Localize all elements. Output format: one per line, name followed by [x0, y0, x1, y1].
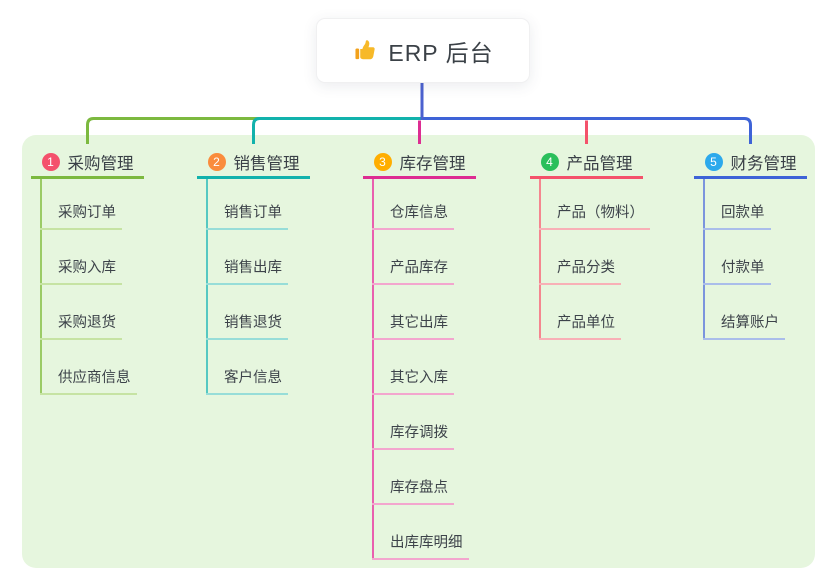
leaf-node-sales-3[interactable]: 销售退货: [206, 308, 288, 340]
branch-node-purchase[interactable]: 1 采购管理: [31, 148, 144, 179]
leaf-node-inventory-6[interactable]: 库存盘点: [372, 473, 454, 505]
branch-label-inventory: 库存管理: [399, 155, 466, 173]
leaf-node-sales-4[interactable]: 客户信息: [206, 363, 288, 395]
leaf-node-product-1[interactable]: 产品（物料）: [539, 198, 650, 230]
leaf-node-sales-1[interactable]: 销售订单: [206, 198, 288, 230]
leaf-node-purchase-1[interactable]: 采购订单: [40, 198, 122, 230]
branch-spine-product: [539, 179, 541, 340]
leaf-node-finance-3[interactable]: 结算账户: [703, 308, 785, 340]
branch-spine-inventory: [372, 179, 374, 560]
branch-label-purchase: 采购管理: [67, 155, 134, 173]
mindmap-panel: [22, 135, 815, 568]
leaf-node-inventory-4[interactable]: 其它入库: [372, 363, 454, 395]
leaf-node-sales-2[interactable]: 销售出库: [206, 253, 288, 285]
leaf-node-inventory-2[interactable]: 产品库存: [372, 253, 454, 285]
branch-badge-purchase: 1: [41, 153, 60, 171]
branch-badge-product: 4: [540, 153, 559, 171]
leaf-node-finance-1[interactable]: 回款单: [703, 198, 771, 230]
branch-node-sales[interactable]: 2 销售管理: [197, 148, 310, 179]
thumbs-up-icon: [352, 38, 378, 64]
branch-label-finance: 财务管理: [730, 155, 797, 173]
branch-spine-purchase: [40, 179, 42, 395]
root-node-erp[interactable]: ERP 后台: [316, 18, 530, 83]
branch-spine-finance: [703, 179, 705, 340]
branch-label-sales: 销售管理: [233, 155, 300, 173]
branch-label-product: 产品管理: [566, 155, 633, 173]
leaf-node-finance-2[interactable]: 付款单: [703, 253, 771, 285]
root-node-label: ERP 后台: [388, 39, 494, 66]
branch-node-product[interactable]: 4 产品管理: [530, 148, 643, 179]
branch-node-finance[interactable]: 5 财务管理: [694, 148, 807, 179]
leaf-node-inventory-1[interactable]: 仓库信息: [372, 198, 454, 230]
leaf-node-inventory-7[interactable]: 出库库明细: [372, 528, 469, 560]
leaf-node-inventory-3[interactable]: 其它出库: [372, 308, 454, 340]
leaf-node-product-2[interactable]: 产品分类: [539, 253, 621, 285]
branch-badge-sales: 2: [207, 153, 226, 171]
branch-node-inventory[interactable]: 3 库存管理: [363, 148, 476, 179]
branch-badge-inventory: 3: [373, 153, 392, 171]
branch-badge-finance: 5: [704, 153, 723, 171]
branch-spine-sales: [206, 179, 208, 395]
leaf-node-product-3[interactable]: 产品单位: [539, 308, 621, 340]
leaf-node-purchase-4[interactable]: 供应商信息: [40, 363, 137, 395]
leaf-node-purchase-3[interactable]: 采购退货: [40, 308, 122, 340]
leaf-node-purchase-2[interactable]: 采购入库: [40, 253, 122, 285]
leaf-node-inventory-5[interactable]: 库存调拨: [372, 418, 454, 450]
